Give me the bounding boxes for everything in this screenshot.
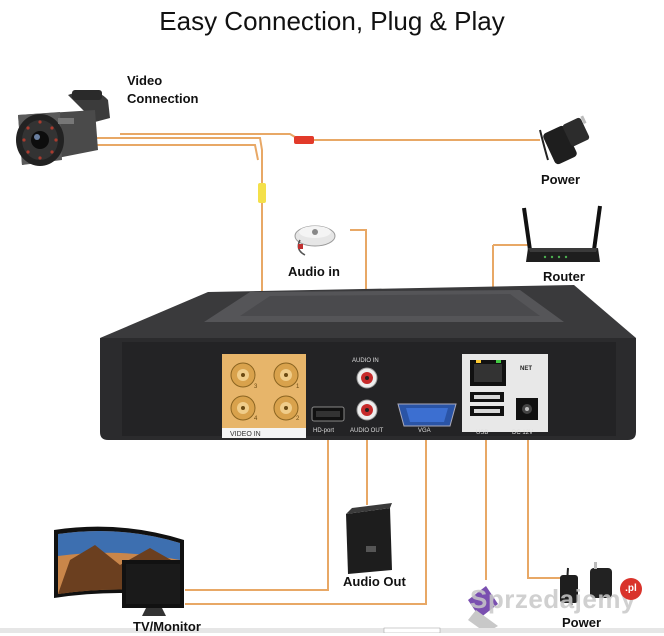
dc-cable: [527, 420, 575, 579]
audio-in-port-label: AUDIO IN: [352, 358, 379, 364]
watermark-badge: .pl: [620, 578, 642, 600]
router-label: Router: [543, 269, 585, 284]
video-connection-line2: Connection: [127, 91, 199, 106]
net-label: NET: [520, 366, 532, 372]
hdmi-label: HD-port: [313, 428, 334, 434]
power-adapter-top-icon: [539, 115, 590, 165]
vga-cable: [185, 428, 427, 605]
watermark-text: Sprzedajemy: [470, 584, 636, 614]
tv-monitor-icon: [54, 526, 184, 616]
video-in-label: VIDEO IN: [230, 431, 261, 438]
tv-monitor-label: TV/Monitor: [133, 619, 201, 634]
audio-in-label: Audio in: [288, 264, 340, 279]
yellow-plug: [258, 183, 266, 203]
camera-icon: [16, 90, 110, 166]
dc12v-label: DC 12V: [512, 430, 533, 436]
microphone-icon: [294, 225, 336, 256]
audio-out-label: Audio Out: [343, 574, 406, 589]
video-connection-line1: Video: [127, 73, 163, 88]
diagram-title: Easy Connection, Plug & Play: [159, 6, 505, 36]
power-top-label: Power: [541, 172, 581, 187]
dvr-recorder-icon: [100, 285, 636, 440]
usb-label: USB: [476, 430, 488, 436]
router-icon: [522, 205, 602, 262]
channel-1-label: 1: [296, 384, 300, 390]
speaker-icon: [346, 503, 392, 574]
red-plug: [294, 136, 314, 144]
mouse-icon: [468, 586, 498, 633]
hdmi-cable: [185, 430, 329, 591]
channel-2-label: 2: [296, 416, 300, 422]
audio-out-port-label: AUDIO OUT: [350, 428, 384, 434]
vga-label: VGA: [418, 428, 431, 434]
power-bottom-label: Power: [562, 615, 602, 630]
video-cable-2: [90, 144, 259, 161]
video-cable: [90, 137, 263, 360]
video-connection-label: Video Connection: [127, 72, 199, 108]
channel-4-label: 4: [254, 416, 258, 422]
channel-3-label: 3: [254, 384, 258, 390]
power-adapter-bottom-icon: [560, 562, 612, 606]
